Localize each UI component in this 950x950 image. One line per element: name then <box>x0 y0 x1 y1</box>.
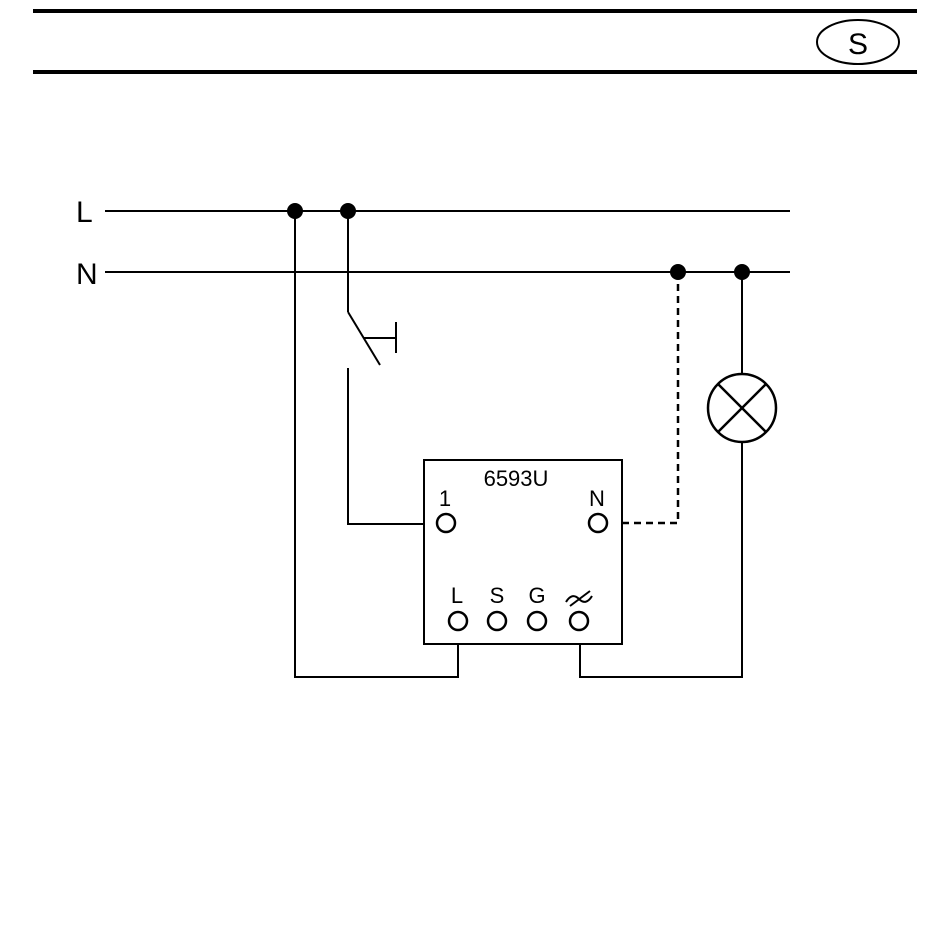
section-badge: S <box>817 20 899 64</box>
terminal-s <box>488 612 506 630</box>
module-model-label: 6593U <box>484 466 549 491</box>
terminal-one <box>437 514 455 532</box>
push-button-switch-icon <box>348 312 396 365</box>
terminal-label-g: G <box>528 583 545 608</box>
terminal-label-live: L <box>451 583 463 608</box>
lamp-icon <box>708 374 776 442</box>
terminal-neutral <box>589 514 607 532</box>
terminal-label-one: 1 <box>439 486 451 511</box>
terminal-dimmer-output <box>570 612 588 630</box>
terminal-label-s: S <box>490 583 505 608</box>
section-letter: S <box>848 28 868 61</box>
terminal-label-neutral: N <box>589 486 605 511</box>
live-bus-label: L <box>76 196 93 229</box>
neutral-bus-label: N <box>76 258 98 291</box>
dimmer-module: 6593U 1 N L S G <box>424 460 622 644</box>
terminal-g <box>528 612 546 630</box>
terminal-live <box>449 612 467 630</box>
